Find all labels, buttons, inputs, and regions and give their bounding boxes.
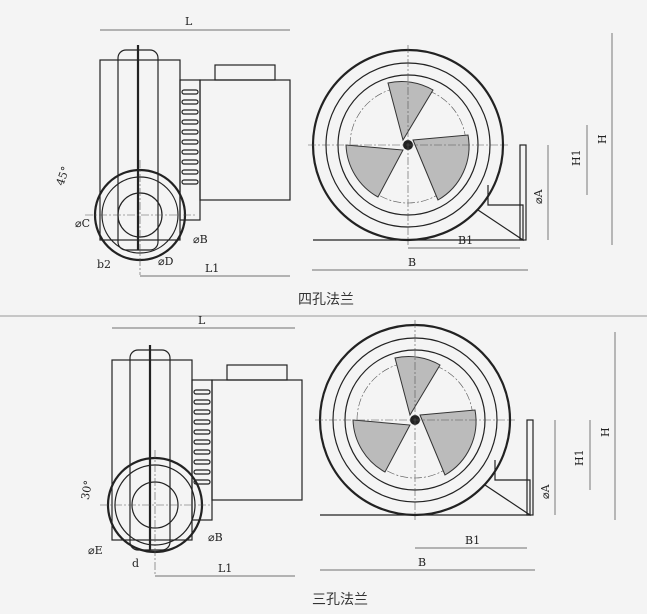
- dim-H1-bottom: H1: [573, 449, 586, 466]
- dim-B1-bottom: B1: [465, 534, 480, 547]
- dim-B: B: [408, 256, 416, 269]
- dim-angle: 45°: [54, 165, 73, 188]
- caption-three-hole-flange: 三孔法兰: [312, 592, 368, 608]
- bottom-front-view: B B1 H H1 ⌀A: [313, 318, 616, 571]
- dim-H1: H1: [570, 149, 583, 166]
- dim-A-bottom: ⌀A: [539, 483, 552, 499]
- dim-D: ⌀D: [158, 255, 174, 268]
- top-side-view: L 45° ⌀C b2 ⌀D ⌀B L1: [54, 15, 292, 277]
- dim-L-bottom: L: [198, 314, 206, 327]
- dim-L1-bottom: L1: [218, 562, 232, 575]
- dim-L: L: [185, 15, 193, 28]
- dim-d: d: [132, 557, 139, 570]
- dim-C: ⌀C: [75, 217, 90, 230]
- dim-E: ⌀E: [88, 544, 103, 557]
- dim-b2: b2: [97, 258, 111, 271]
- dim-H-bottom: H: [599, 427, 612, 437]
- caption-four-hole-flange: 四孔法兰: [298, 292, 354, 308]
- dim-B-hole-bottom: ⌀B: [208, 531, 223, 544]
- top-front-view: B B1 H H1 ⌀A: [306, 33, 613, 271]
- bottom-side-view: L 30° ⌀E d ⌀B L1: [79, 314, 304, 577]
- dim-B1: B1: [458, 234, 473, 247]
- dim-A: ⌀A: [532, 188, 545, 204]
- dim-B-hole: ⌀B: [193, 233, 208, 246]
- dim-L1: L1: [205, 262, 219, 275]
- dim-B-bottom: B: [418, 556, 426, 569]
- dim-angle-bottom: 30°: [79, 479, 95, 500]
- dim-H: H: [596, 134, 609, 144]
